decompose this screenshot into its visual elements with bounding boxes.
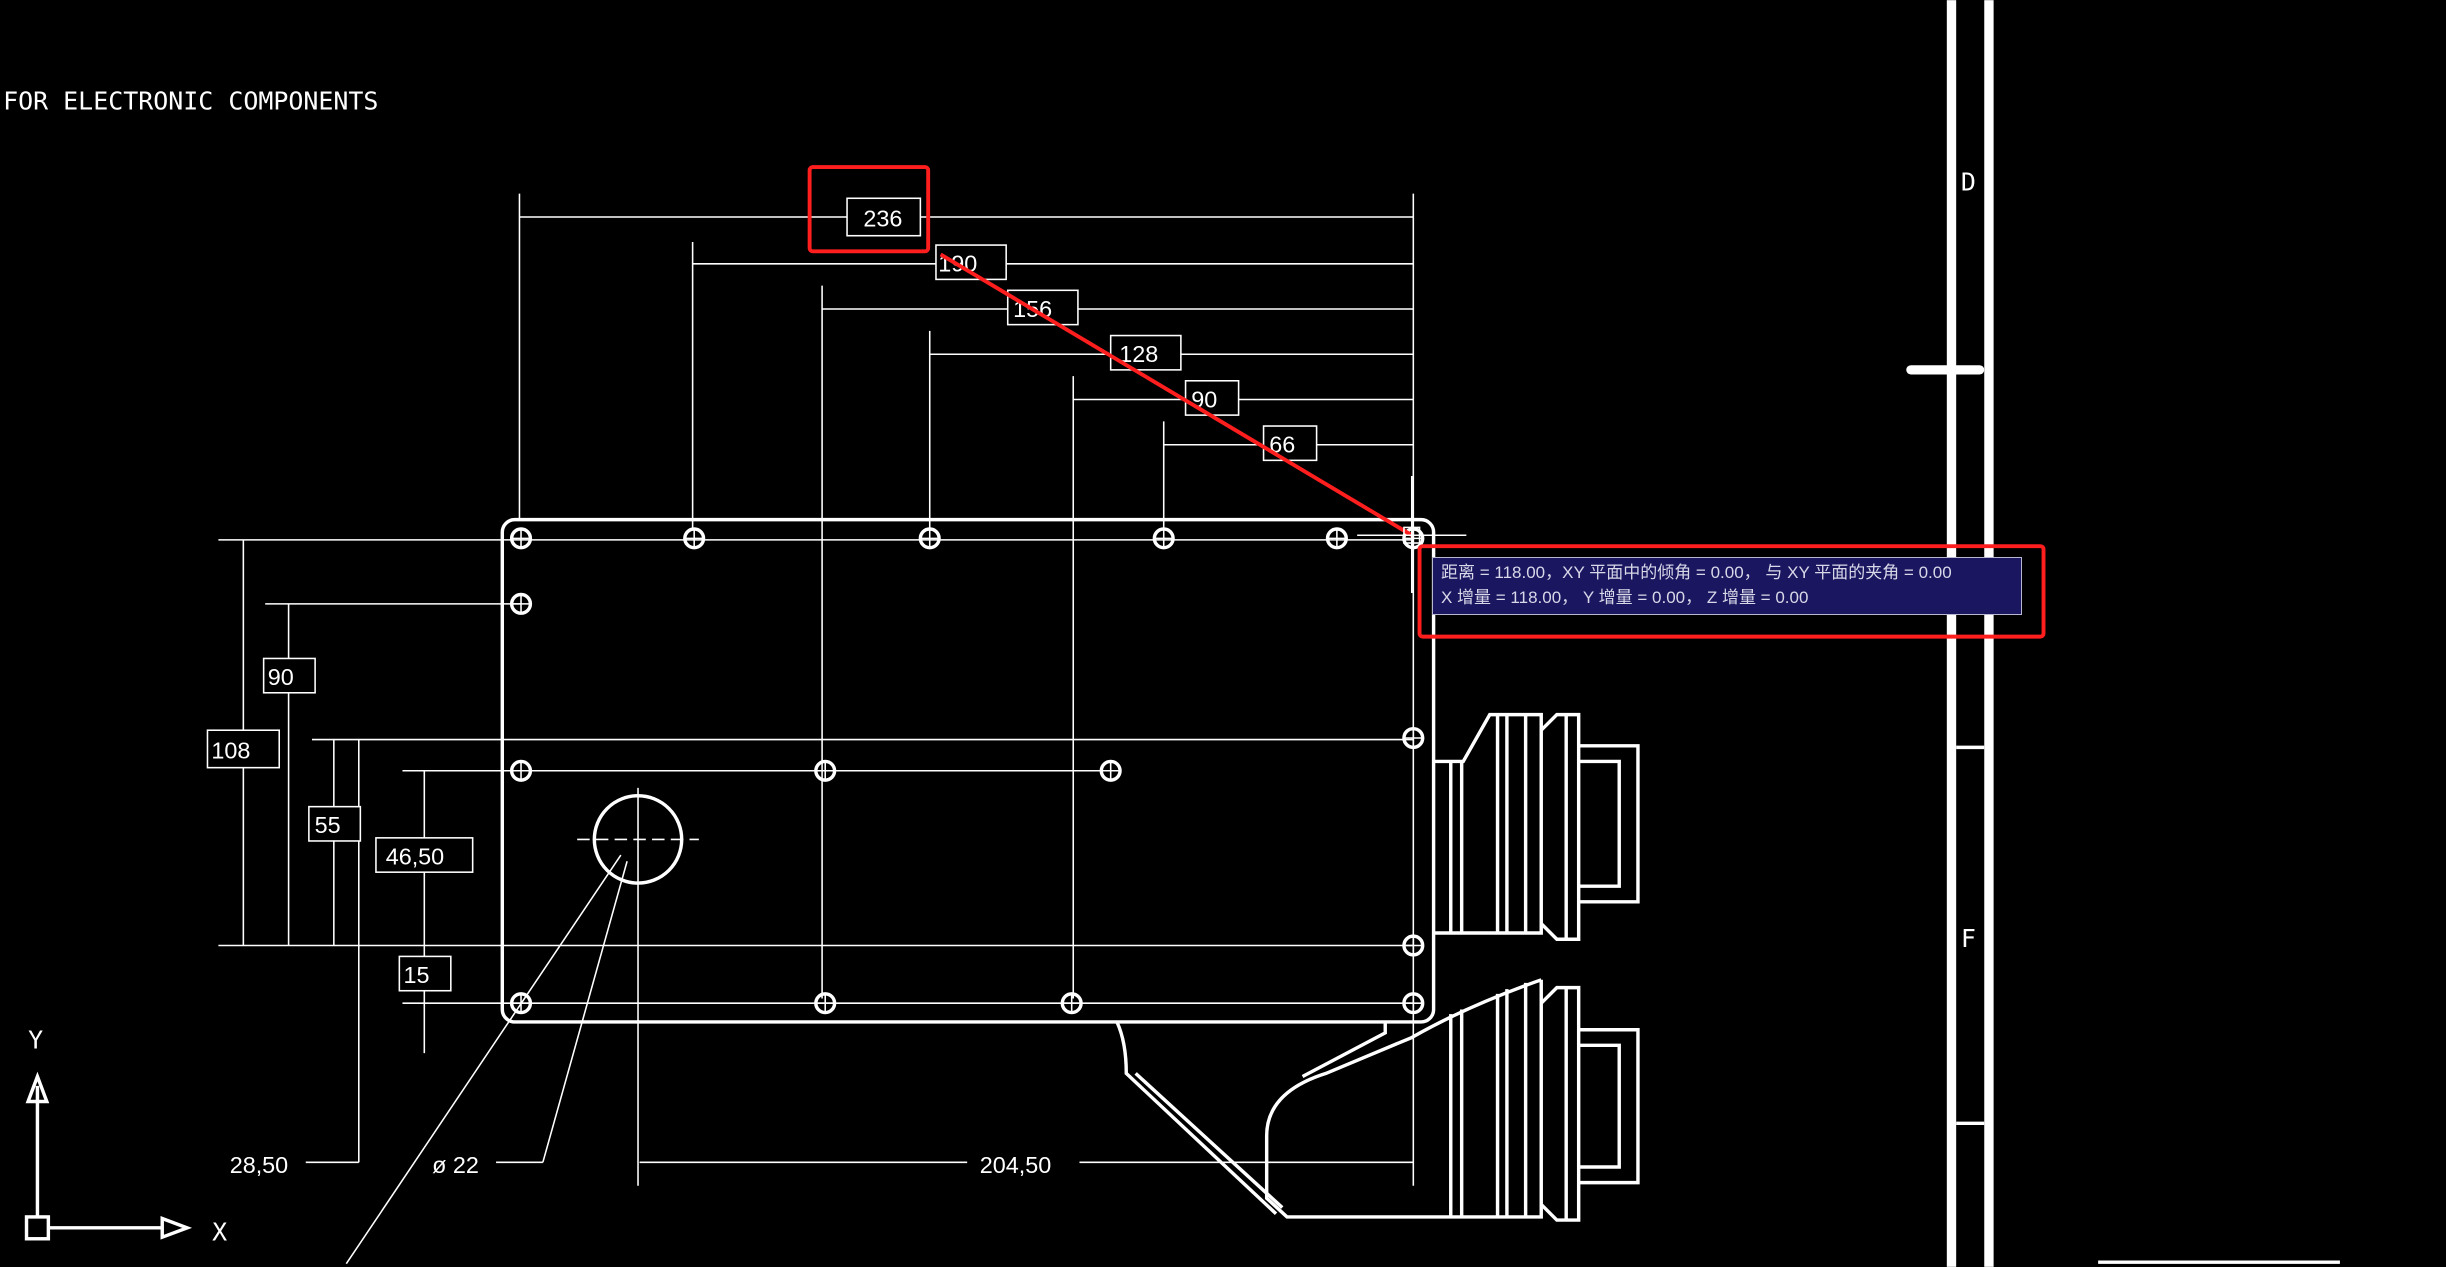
connector-lower: [1115, 978, 1640, 1222]
tooltip-line-2: X 增量 = 118.00， Y 增量 = 0.00， Z 增量 = 0.00: [1441, 588, 1809, 607]
dim-204-50: 204,50: [980, 1152, 1051, 1178]
dim-236: 236: [863, 205, 902, 231]
dim-108: 108: [211, 737, 250, 763]
dim-55: 55: [315, 812, 341, 838]
tooltip-line-1: 距离 = 118.00，XY 平面中的倾角 = 0.00， 与 XY 平面的夹角…: [1441, 563, 1952, 582]
highlight-box-tooltip: [1417, 544, 2046, 639]
measure-rubberband-line: [939, 252, 1413, 537]
hole-center-mark: [1154, 528, 1174, 548]
hole-center-mark: [684, 528, 704, 548]
dim-90-top: 90: [1191, 386, 1217, 412]
dim-90-left: 90: [268, 664, 294, 690]
cursor-crosshair: [1357, 475, 1467, 593]
highlight-box-236: [807, 165, 931, 254]
top-dimensions: 236 190 156 128 90 66: [518, 193, 1415, 1186]
hole-center-mark: [511, 528, 531, 548]
connector-upper: [1433, 712, 1640, 941]
border-label-d: D: [1961, 167, 1976, 196]
left-dimensions: 108 90 55 46,50 15 28,50 ø 22 204,50: [206, 539, 1414, 1265]
border-label-f: F: [1961, 924, 1976, 953]
ucs-y-label: Y: [28, 1025, 43, 1054]
dim-diameter-22: ø 22: [432, 1152, 479, 1178]
hole-center-mark: [1403, 728, 1423, 748]
ucs-x-label: X: [212, 1217, 227, 1246]
drawing-border: D F: [1906, 0, 2340, 1267]
enclosure-plate: [218, 517, 1436, 1186]
measure-distance-tooltip: 距离 = 118.00，XY 平面中的倾角 = 0.00， 与 XY 平面的夹角…: [1432, 557, 2022, 615]
ucs-icon: Y X: [24, 1025, 227, 1246]
title-text: FOR ELECTRONIC COMPONENTS: [3, 86, 378, 115]
dim-46-50: 46,50: [386, 843, 444, 869]
hole-center-mark: [920, 528, 940, 548]
hole-center-mark: [1327, 528, 1347, 548]
dim-28-50: 28,50: [230, 1152, 289, 1178]
dim-15: 15: [403, 962, 429, 988]
